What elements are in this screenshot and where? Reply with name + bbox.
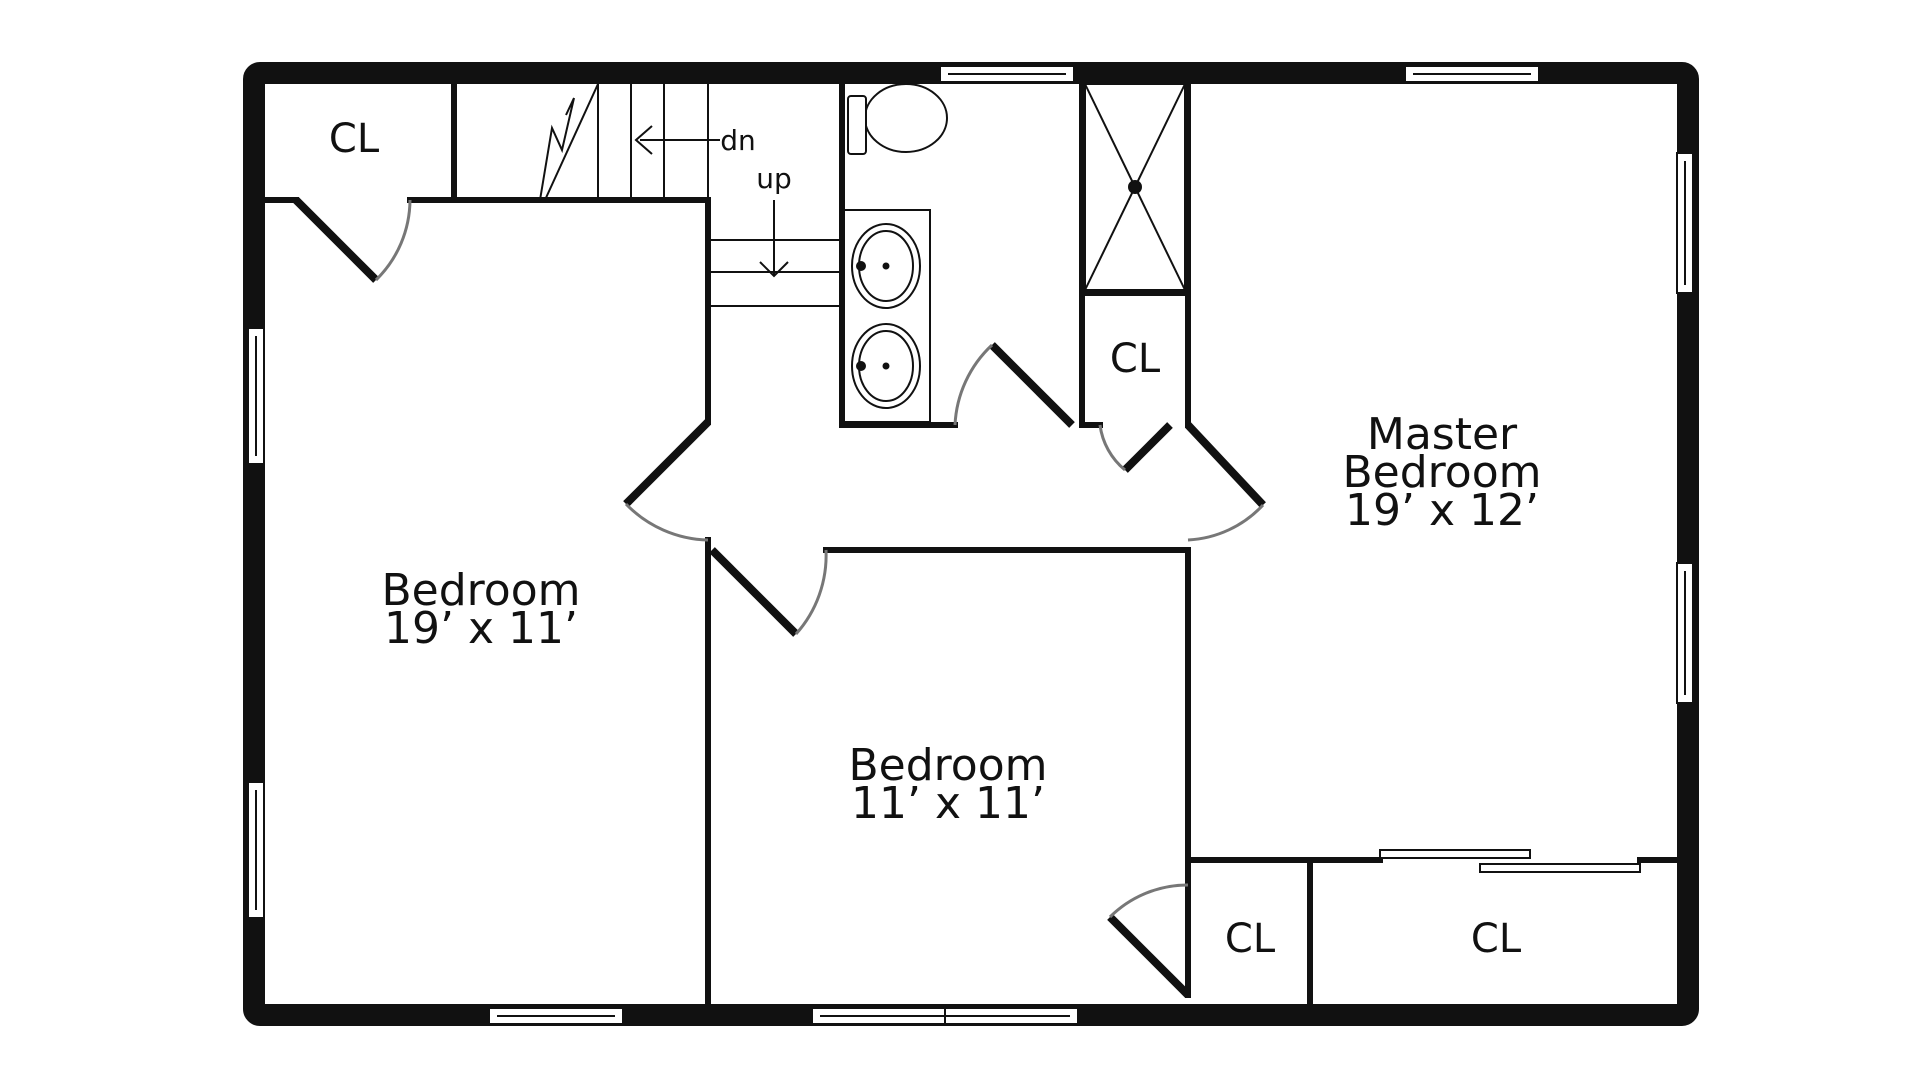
bedroom-middle-name: Bedroom bbox=[848, 740, 1047, 791]
window-right-upper bbox=[1676, 152, 1694, 294]
door-bedroom-middle bbox=[709, 547, 828, 637]
master-bedroom-name-line2: Bedroom bbox=[1342, 447, 1541, 498]
door-middle-closet bbox=[1107, 883, 1191, 998]
toilet bbox=[847, 83, 948, 155]
staircase bbox=[539, 83, 842, 307]
exterior-walls bbox=[243, 62, 1699, 1026]
window-left-lower bbox=[247, 781, 265, 919]
labels: CL dn up CL Master Bedroom 19’ x 12’ Bed… bbox=[329, 116, 1542, 962]
door-closet-top-left bbox=[293, 197, 412, 283]
master-bedroom-dimensions: 19’ x 12’ bbox=[1345, 485, 1539, 536]
closet-label-hall: CL bbox=[1110, 336, 1161, 382]
stairs-down-label: dn bbox=[720, 124, 756, 157]
bedroom-left-name: Bedroom bbox=[381, 565, 580, 616]
closet-label-middle: CL bbox=[1225, 916, 1276, 962]
window-left-upper bbox=[247, 327, 265, 465]
door-hall-closet bbox=[1098, 422, 1173, 473]
doors bbox=[293, 197, 1641, 998]
bedroom-middle-dimensions: 11’ x 11’ bbox=[851, 778, 1045, 829]
door-master bbox=[1185, 422, 1266, 542]
window-top-bath bbox=[939, 65, 1075, 83]
window-top-master bbox=[1404, 65, 1540, 83]
door-bedroom-left bbox=[623, 419, 711, 542]
shower bbox=[1084, 83, 1186, 291]
bathroom-fixtures bbox=[843, 83, 1186, 423]
windows bbox=[247, 65, 1694, 1025]
closet-label-master: CL bbox=[1471, 916, 1522, 962]
bedroom-left-dimensions: 19’ x 11’ bbox=[384, 603, 578, 654]
door-bath bbox=[953, 342, 1075, 428]
sliding-doors-master-closet bbox=[1379, 849, 1641, 873]
double-vanity bbox=[843, 209, 931, 423]
window-right-lower bbox=[1676, 562, 1694, 704]
stairs-up-label: up bbox=[756, 162, 792, 195]
master-bedroom-name-line1: Master bbox=[1367, 409, 1518, 460]
interior-walls bbox=[262, 81, 1680, 1008]
window-bottom-left bbox=[488, 1007, 624, 1025]
closet-label-top-left: CL bbox=[329, 116, 380, 162]
window-bottom-middle bbox=[811, 1007, 1079, 1025]
